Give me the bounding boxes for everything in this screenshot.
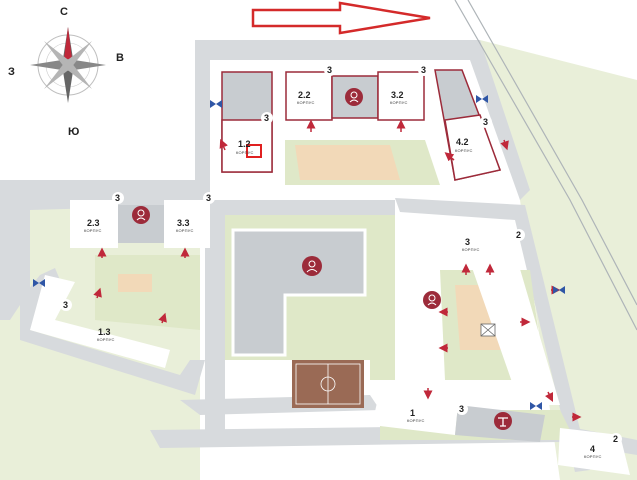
kindergarten-icon[interactable]: [423, 291, 441, 309]
building-1-3[interactable]: 1.3 КОРПУС: [30, 275, 170, 368]
section-count-badge: 3: [203, 192, 215, 204]
section-count-badge: 3: [60, 299, 72, 311]
playground-marker: [480, 323, 496, 337]
building-1-2[interactable]: 1.2 КОРПУС: [221, 71, 273, 173]
entrance-arrows: [93, 119, 582, 422]
building-number: 1.2: [238, 139, 251, 149]
section-count-badge: 3: [324, 64, 336, 76]
railway: [454, 0, 637, 331]
svg-text:3: 3: [63, 300, 68, 310]
building-number: 4: [590, 444, 595, 454]
section-count-badge: 2: [513, 229, 525, 241]
svg-text:2: 2: [613, 434, 618, 444]
svg-text:3: 3: [206, 193, 211, 203]
svg-text:3: 3: [327, 65, 332, 75]
compass-north-label: С: [60, 6, 68, 18]
compass-east-label: В: [116, 52, 124, 64]
compass-west-label: З: [8, 66, 15, 78]
kindergarten-icon[interactable]: [345, 88, 363, 106]
building-3-2[interactable]: 3.2 КОРПУС: [377, 71, 425, 121]
building-subtitle: КОРПУС: [97, 337, 115, 342]
compass-rose: С В З Ю: [8, 6, 124, 138]
section-count-badge: 3: [418, 64, 430, 76]
section-counts: 3 3 3 3 3 3 3 2 3 2: [60, 64, 622, 445]
building-2-2[interactable]: 2.2 КОРПУС: [285, 71, 379, 121]
direction-arrow: [251, 1, 431, 35]
svg-text:3: 3: [421, 65, 426, 75]
building-2-3[interactable]: 2.3 КОРПУС: [70, 200, 164, 248]
building-number: 3: [465, 237, 470, 247]
building-number: 2.2: [298, 90, 311, 100]
school-building[interactable]: [231, 228, 367, 357]
building-number: 4.2: [456, 137, 469, 147]
building-number: 3.3: [177, 218, 190, 228]
compass-south-label: Ю: [68, 126, 79, 138]
building-3-3[interactable]: 3.3 КОРПУС: [164, 200, 210, 248]
building-3[interactable]: 3 КОРПУС: [405, 230, 560, 405]
building-number: 1: [410, 408, 415, 418]
building-subtitle: КОРПУС: [584, 454, 602, 459]
green-area-east: [480, 40, 637, 480]
svg-text:3: 3: [264, 113, 269, 123]
gate-markers: [33, 95, 565, 410]
building-number: 2.3: [87, 218, 100, 228]
fitness-icon[interactable]: [494, 412, 512, 430]
section-count-badge: 3: [261, 112, 273, 124]
svg-text:3: 3: [115, 193, 120, 203]
building-number: 1.3: [98, 327, 111, 337]
building-number: 3.2: [391, 90, 404, 100]
building-subtitle: КОРПУС: [390, 100, 408, 105]
svg-text:2: 2: [516, 230, 521, 240]
building-subtitle: КОРПУС: [236, 150, 254, 155]
kindergarten-icon[interactable]: [132, 206, 150, 224]
svg-text:3: 3: [483, 117, 488, 127]
building-subtitle: КОРПУС: [455, 148, 473, 153]
section-count-badge: 3: [112, 192, 124, 204]
building-subtitle: КОРПУС: [297, 100, 315, 105]
building-subtitle: КОРПУС: [462, 247, 480, 252]
section-count-badge: 3: [480, 116, 492, 128]
building-subtitle: КОРПУС: [407, 418, 425, 423]
building-subtitle: КОРПУС: [84, 228, 102, 233]
school-icon[interactable]: [302, 256, 322, 276]
building-subtitle: КОРПУС: [176, 228, 194, 233]
section-count-badge: 3: [456, 403, 468, 415]
svg-text:3: 3: [459, 404, 464, 414]
section-count-badge: 2: [610, 433, 622, 445]
